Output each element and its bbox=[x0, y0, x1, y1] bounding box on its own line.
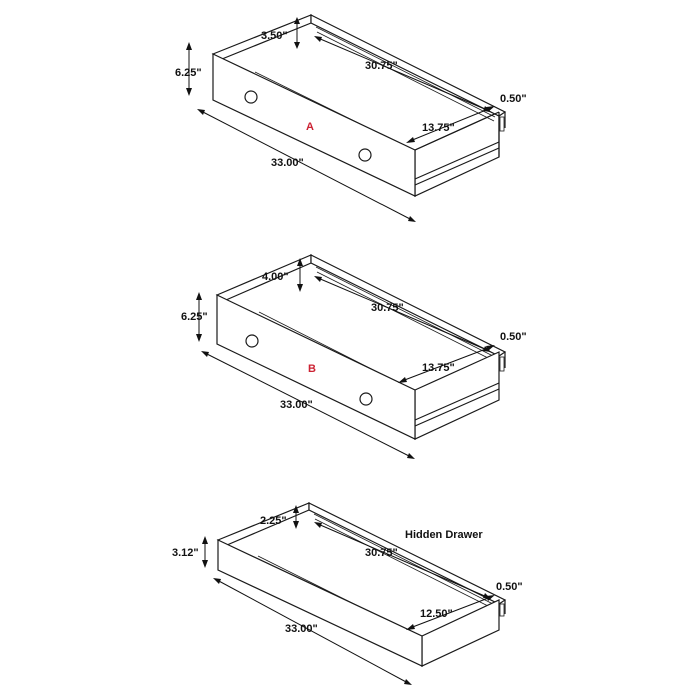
drawer-b-front-dimension: 33.00" bbox=[201, 351, 415, 459]
drawer-a-thickness-dimension: 0.50" bbox=[500, 93, 527, 105]
hidden-drawer-width-dimension: 12.50" bbox=[406, 595, 495, 630]
drawer-a-width-label: 13.75" bbox=[422, 122, 455, 134]
drawer-a-thickness-label: 0.50" bbox=[500, 93, 527, 105]
hidden-drawer-depth-label: 2.25" bbox=[260, 515, 287, 527]
hidden-drawer-length-label: 30.75" bbox=[365, 547, 398, 559]
drawer-b-body: B bbox=[215, 254, 507, 440]
drawer-a-back-panel bbox=[310, 14, 507, 117]
hidden-drawer-width-label: 12.50" bbox=[420, 608, 453, 620]
drawer-b-thickness-dimension: 0.50" bbox=[500, 331, 527, 343]
drawer-b-tag: B bbox=[308, 363, 316, 375]
drawer-b-front-panel bbox=[216, 294, 416, 440]
drawer-b-length-label: 30.75" bbox=[371, 302, 404, 314]
knob-icon bbox=[244, 90, 258, 104]
drawer-a-body: A bbox=[211, 14, 507, 197]
hidden-drawer-thickness-dimension: 0.50" bbox=[496, 581, 523, 593]
hidden-drawer-front-panel bbox=[217, 539, 423, 667]
hidden-drawer-thickness-label: 0.50" bbox=[496, 581, 523, 593]
drawer-a-tag: A bbox=[306, 121, 314, 133]
drawer-b-width-dimension: 13.75" bbox=[398, 345, 495, 383]
drawer-a-depth-label: 3.50" bbox=[261, 30, 288, 42]
drawer-b-height-label: 6.25" bbox=[181, 311, 208, 323]
hidden-drawer: Hidden Drawer 3.12" 2.25" bbox=[172, 502, 523, 685]
drawer-a-height-label: 6.25" bbox=[175, 67, 202, 79]
hidden-drawer-back-panel bbox=[308, 502, 507, 605]
drawer-b-back-panel bbox=[310, 254, 507, 357]
drawer-a-front-panel bbox=[212, 53, 416, 197]
knob-icon bbox=[245, 334, 259, 348]
hidden-drawer-front-label: 33.00" bbox=[285, 623, 318, 635]
hidden-drawer-body bbox=[216, 502, 507, 667]
hidden-drawer-title: Hidden Drawer bbox=[405, 529, 483, 541]
drawer-b-height-dimension: 6.25" bbox=[181, 292, 208, 342]
drawer-b-thickness-label: 0.50" bbox=[500, 331, 527, 343]
drawer-a-width-dimension: 13.75" bbox=[406, 106, 495, 143]
drawer-b: B 6.25" 4.00" 30.75" 0.50" 13.75" bbox=[181, 254, 527, 459]
hidden-drawer-front-dimension: 33.00" bbox=[213, 578, 412, 685]
knob-icon bbox=[358, 148, 372, 162]
drawer-b-length-dimension: 30.75" bbox=[314, 276, 491, 352]
drawer-a-height-dimension: 6.25" bbox=[175, 42, 202, 96]
hidden-drawer-height-label: 3.12" bbox=[172, 547, 199, 559]
drawer-a-front-dimension: 33.00" bbox=[197, 109, 416, 222]
drawer-a: A 6.25" 3.50" 30.75" 0.50" bbox=[175, 14, 527, 222]
hidden-drawer-depth-dimension: 2.25" bbox=[260, 505, 299, 529]
drawer-b-front-label: 33.00" bbox=[280, 399, 313, 411]
drawer-a-length-dimension: 30.75" bbox=[314, 36, 491, 112]
drawer-b-depth-dimension: 4.00" bbox=[262, 258, 303, 292]
knob-icon bbox=[359, 392, 373, 406]
hidden-drawer-height-dimension: 3.12" bbox=[172, 536, 208, 568]
drawer-a-length-label: 30.75" bbox=[365, 60, 398, 72]
drawer-a-front-label: 33.00" bbox=[271, 157, 304, 169]
drawer-a-depth-dimension: 3.50" bbox=[261, 17, 300, 49]
hidden-drawer-length-dimension: 30.75" bbox=[314, 522, 491, 599]
drawer-b-width-label: 13.75" bbox=[422, 362, 455, 374]
drawer-b-depth-label: 4.00" bbox=[262, 271, 289, 283]
